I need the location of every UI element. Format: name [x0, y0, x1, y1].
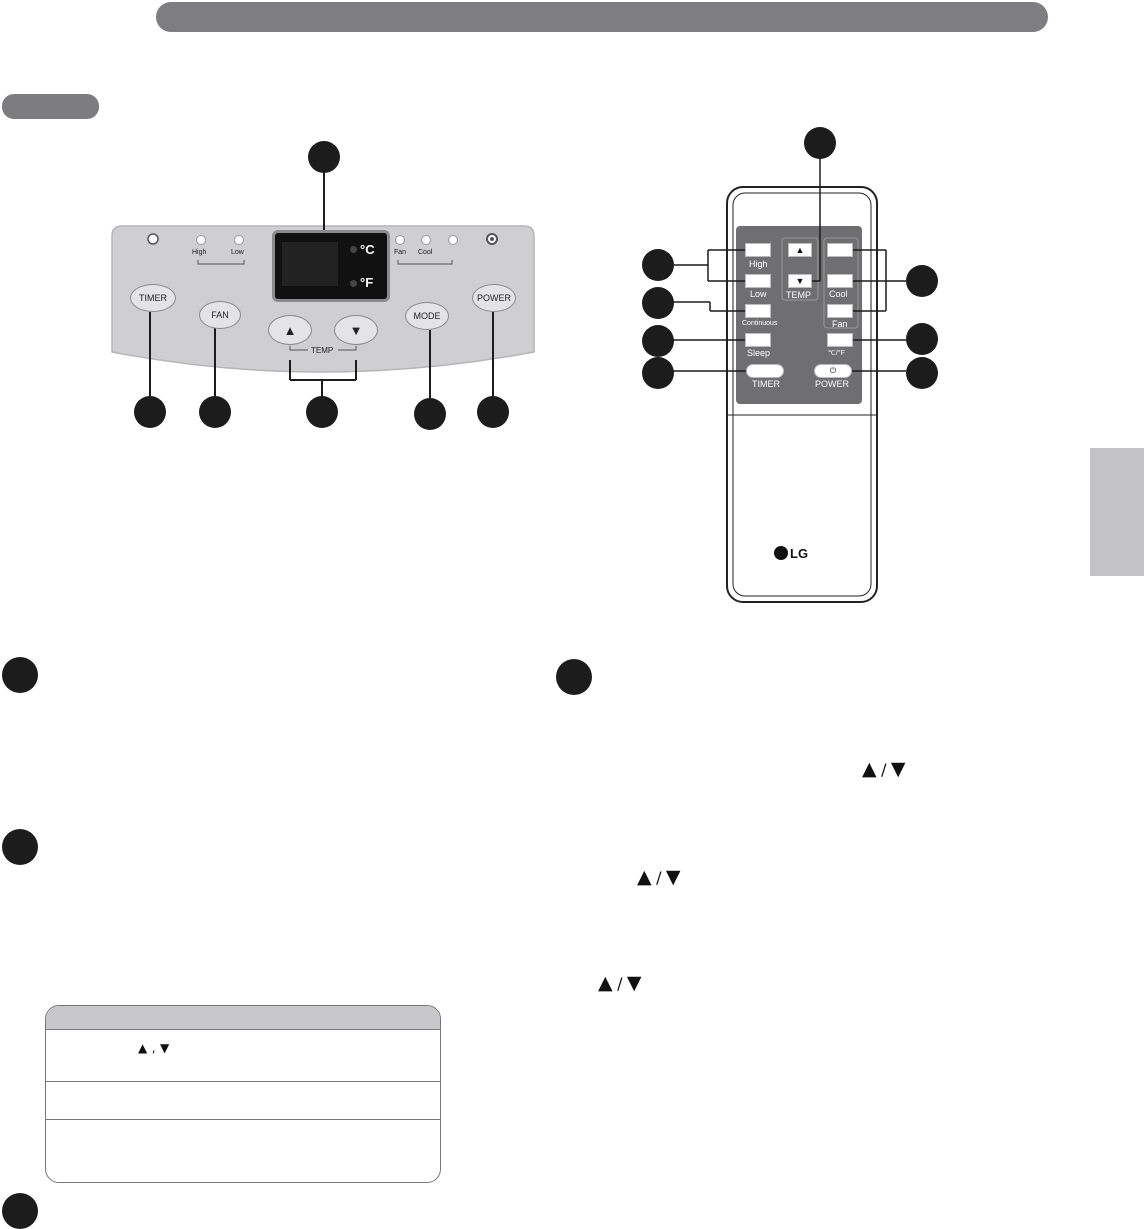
section-bullet-right [556, 659, 592, 695]
led-label-fan: Fan [394, 249, 407, 256]
section-bullet-2 [2, 829, 38, 865]
remote-timer-label: TIMER [752, 379, 780, 389]
remote-power-key[interactable]: ⏻ [814, 364, 852, 378]
up-arrow-icon: ▲ [862, 758, 877, 780]
table-row-divider [46, 1119, 440, 1120]
led-cool [421, 235, 431, 245]
remote-low-key[interactable] [745, 274, 771, 288]
mode-button[interactable]: MODE [405, 302, 449, 330]
remote-high-label: High [749, 259, 768, 269]
remote-cool-key[interactable] [827, 274, 853, 288]
remote-callout-continuous [642, 287, 674, 319]
up-arrow-icon: ▲ [598, 972, 613, 994]
callout-timer [134, 396, 166, 428]
remote-callout-temp [804, 127, 836, 159]
fahrenheit-label: °F [360, 275, 374, 290]
table-arrow-pair: ▲ , ▼ [138, 1039, 169, 1057]
remote-unit-key[interactable] [827, 333, 853, 347]
down-arrow-icon: ▼ [626, 972, 642, 994]
celsius-label: °C [360, 242, 375, 257]
up-arrow-icon: ▲ [637, 866, 652, 888]
led-label-cool: Cool [418, 249, 433, 256]
remote-temp-up-key[interactable]: ▲ [788, 243, 812, 257]
fahrenheit-indicator [350, 280, 357, 287]
remote-continuous-label: Continuous [742, 320, 778, 327]
remote-callout-sleep [642, 325, 674, 357]
led-extra [448, 235, 458, 245]
led-label-low: Low [231, 249, 244, 256]
power-button[interactable]: POWER [472, 284, 516, 312]
callout-display [308, 141, 340, 173]
arrow-pair-3: ▲ / ▼ [598, 972, 642, 994]
section-label-pill [2, 94, 99, 119]
callout-power [477, 396, 509, 428]
section-bullet-3 [2, 1193, 38, 1229]
timer-button[interactable]: TIMER [130, 284, 176, 312]
remote-callout-unit [906, 323, 938, 355]
remote-low-label: Low [750, 289, 767, 299]
temp-group-label: TEMP [311, 346, 334, 355]
remote-mode-key-1[interactable] [827, 243, 853, 257]
down-arrow-icon: ▼ [665, 866, 681, 888]
table-header-row [46, 1006, 440, 1030]
down-arrow-icon: ▼ [159, 1041, 170, 1055]
remote-unit-label: ℃/°F [828, 350, 845, 357]
remote-continuous-key[interactable] [745, 304, 771, 318]
remote-sleep-key[interactable] [745, 333, 771, 347]
remote-temp-label: TEMP [786, 290, 812, 300]
arrow-pair-2: ▲ / ▼ [637, 866, 681, 888]
section-bullet-1 [2, 657, 38, 693]
display-screen [282, 242, 338, 286]
comma-separator: , [151, 1041, 156, 1055]
remote-callout-mode [906, 265, 938, 297]
callout-fan [199, 396, 231, 428]
remote-illustration [673, 158, 906, 603]
header-bar [156, 2, 1048, 32]
slash-divider: / [617, 974, 623, 993]
callout-temp [306, 396, 338, 428]
temp-down-button[interactable]: ▼ [334, 315, 378, 345]
remote-temp-down-key[interactable]: ▼ [788, 274, 812, 288]
led-fan [395, 235, 405, 245]
temp-up-button[interactable]: ▲ [268, 315, 312, 345]
fan-button[interactable]: FAN [199, 301, 241, 329]
remote-fan-key[interactable] [827, 304, 853, 318]
remote-fan-label: Fan [832, 319, 848, 329]
remote-high-key[interactable] [745, 243, 771, 257]
callout-mode [414, 398, 446, 430]
remote-callout-fan-speed [642, 249, 674, 281]
slash-divider: / [881, 760, 887, 779]
table-row-divider [46, 1081, 440, 1082]
down-arrow-icon: ▼ [890, 758, 906, 780]
celsius-indicator [350, 246, 357, 253]
led-high [196, 235, 206, 245]
slash-divider: / [656, 868, 662, 887]
led-low [234, 235, 244, 245]
arrow-pair-1: ▲ / ▼ [862, 758, 906, 780]
remote-timer-key[interactable] [746, 364, 784, 378]
lg-logo: LG [790, 546, 809, 561]
remote-callout-power [906, 357, 938, 389]
remote-cool-label: Cool [829, 289, 848, 299]
up-arrow-icon: ▲ [138, 1041, 148, 1055]
led-label-high: High [192, 249, 207, 256]
remote-callout-timer [642, 357, 674, 389]
remote-power-label: POWER [815, 379, 850, 389]
remote-sleep-label: Sleep [747, 348, 771, 358]
chapter-side-tab [1090, 448, 1144, 576]
timer-table: ▲ , ▼ [45, 1005, 441, 1183]
power-symbol-icon: ⏻ [829, 366, 837, 375]
